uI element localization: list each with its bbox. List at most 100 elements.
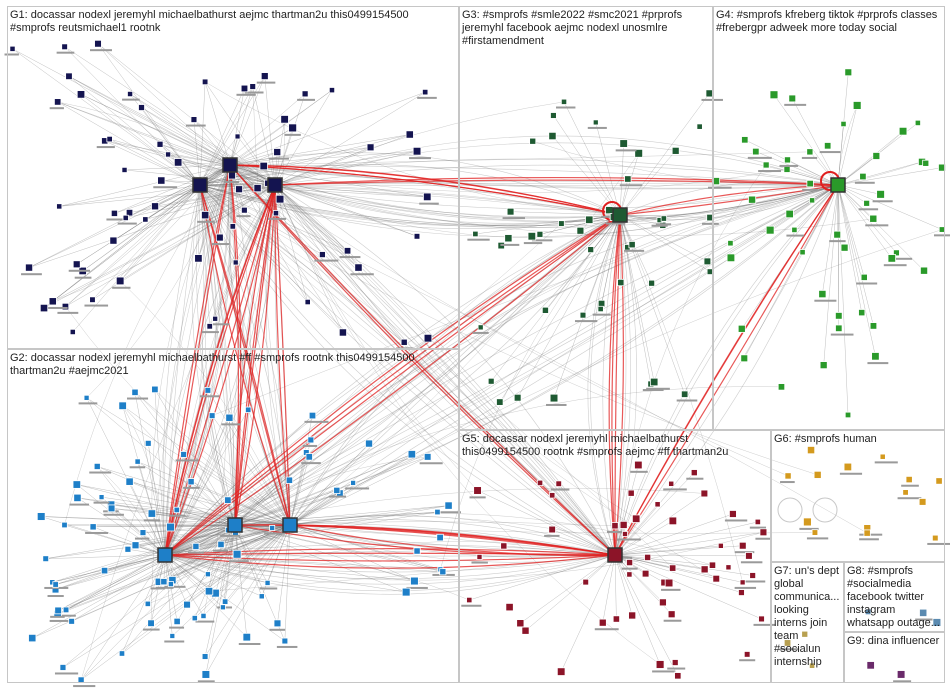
- edge: [614, 521, 758, 556]
- edge: [837, 184, 840, 316]
- edge: [57, 101, 231, 166]
- edge: [477, 490, 616, 556]
- node: [477, 324, 484, 331]
- edge: [164, 511, 438, 556]
- edge: [520, 554, 616, 624]
- node: [241, 206, 248, 214]
- edge: [602, 214, 621, 556]
- node: [166, 522, 175, 532]
- node: [400, 338, 408, 346]
- edge: [164, 554, 268, 584]
- edge: [76, 184, 201, 265]
- node: [749, 572, 757, 579]
- node-label-placeholder: [934, 234, 950, 237]
- node-label-placeholder: [284, 133, 301, 136]
- node: [859, 172, 867, 181]
- edge: [59, 184, 201, 207]
- node-label-placeholder: [927, 542, 950, 545]
- edge: [43, 184, 276, 309]
- node: [259, 161, 268, 171]
- edge: [186, 524, 291, 605]
- node-label-placeholder: [419, 462, 443, 465]
- node: [738, 541, 747, 550]
- node: [224, 496, 232, 504]
- node-label-placeholder: [103, 513, 124, 516]
- group-box-g4: [713, 6, 945, 430]
- edge: [787, 159, 839, 186]
- edge: [510, 211, 621, 216]
- node: [144, 439, 152, 447]
- edge: [274, 184, 616, 556]
- node: [811, 529, 819, 536]
- node: [201, 670, 211, 679]
- edge: [137, 461, 236, 526]
- node: [806, 446, 816, 455]
- edge: [204, 524, 236, 657]
- edge: [274, 184, 616, 556]
- edge: [159, 144, 276, 186]
- edge: [274, 184, 616, 556]
- node-label-placeholder: [592, 313, 611, 316]
- edge: [57, 101, 276, 186]
- node: [587, 246, 595, 254]
- node-label-placeholder: [708, 186, 732, 189]
- edge: [234, 456, 310, 526]
- edge: [129, 93, 276, 186]
- node: [54, 606, 62, 615]
- highlight-edge: [614, 214, 624, 556]
- edge: [194, 524, 291, 619]
- node-label-placeholder: [801, 156, 818, 159]
- hub-node: [222, 157, 238, 173]
- edge: [517, 214, 621, 398]
- node-label-placeholder: [269, 628, 286, 631]
- edge: [141, 107, 231, 166]
- node: [668, 480, 675, 487]
- highlight-edge: [289, 524, 616, 556]
- edge: [193, 119, 201, 186]
- node: [472, 230, 479, 238]
- highlight-edge: [289, 524, 616, 556]
- node: [840, 120, 847, 128]
- edge: [168, 154, 231, 166]
- edge: [164, 505, 449, 556]
- node: [160, 578, 168, 586]
- node: [739, 579, 746, 586]
- node: [626, 559, 634, 567]
- edge: [614, 554, 717, 579]
- edge: [199, 184, 818, 476]
- node: [77, 676, 85, 684]
- node: [549, 492, 556, 499]
- node-label-placeholder: [84, 304, 109, 307]
- highlight-edge: [614, 184, 839, 556]
- node: [61, 43, 68, 51]
- node-label-placeholder: [197, 220, 215, 223]
- node-label-placeholder: [786, 234, 805, 237]
- edge: [224, 524, 236, 602]
- node: [338, 328, 347, 337]
- node-label-placeholder: [440, 511, 461, 514]
- node-label-placeholder: [663, 488, 687, 491]
- edge: [59, 164, 231, 207]
- node: [476, 553, 483, 560]
- node-label-placeholder: [236, 93, 256, 96]
- edge: [229, 164, 788, 193]
- node: [769, 90, 779, 100]
- node-label-placeholder: [302, 444, 317, 447]
- node-label-placeholder: [802, 188, 818, 191]
- edge: [150, 524, 291, 624]
- edge: [134, 392, 166, 556]
- node-label-placeholder: [734, 551, 755, 554]
- edge: [125, 184, 201, 219]
- edge: [164, 554, 616, 585]
- edge: [164, 257, 732, 556]
- edge: [104, 554, 166, 571]
- edge: [164, 184, 276, 556]
- highlight-edge: [164, 548, 616, 556]
- node-label-placeholder: [661, 588, 681, 591]
- edge: [97, 43, 201, 186]
- edge: [619, 143, 624, 216]
- edge: [229, 164, 405, 343]
- edge: [199, 184, 210, 327]
- edge: [582, 214, 621, 316]
- edge: [65, 184, 276, 307]
